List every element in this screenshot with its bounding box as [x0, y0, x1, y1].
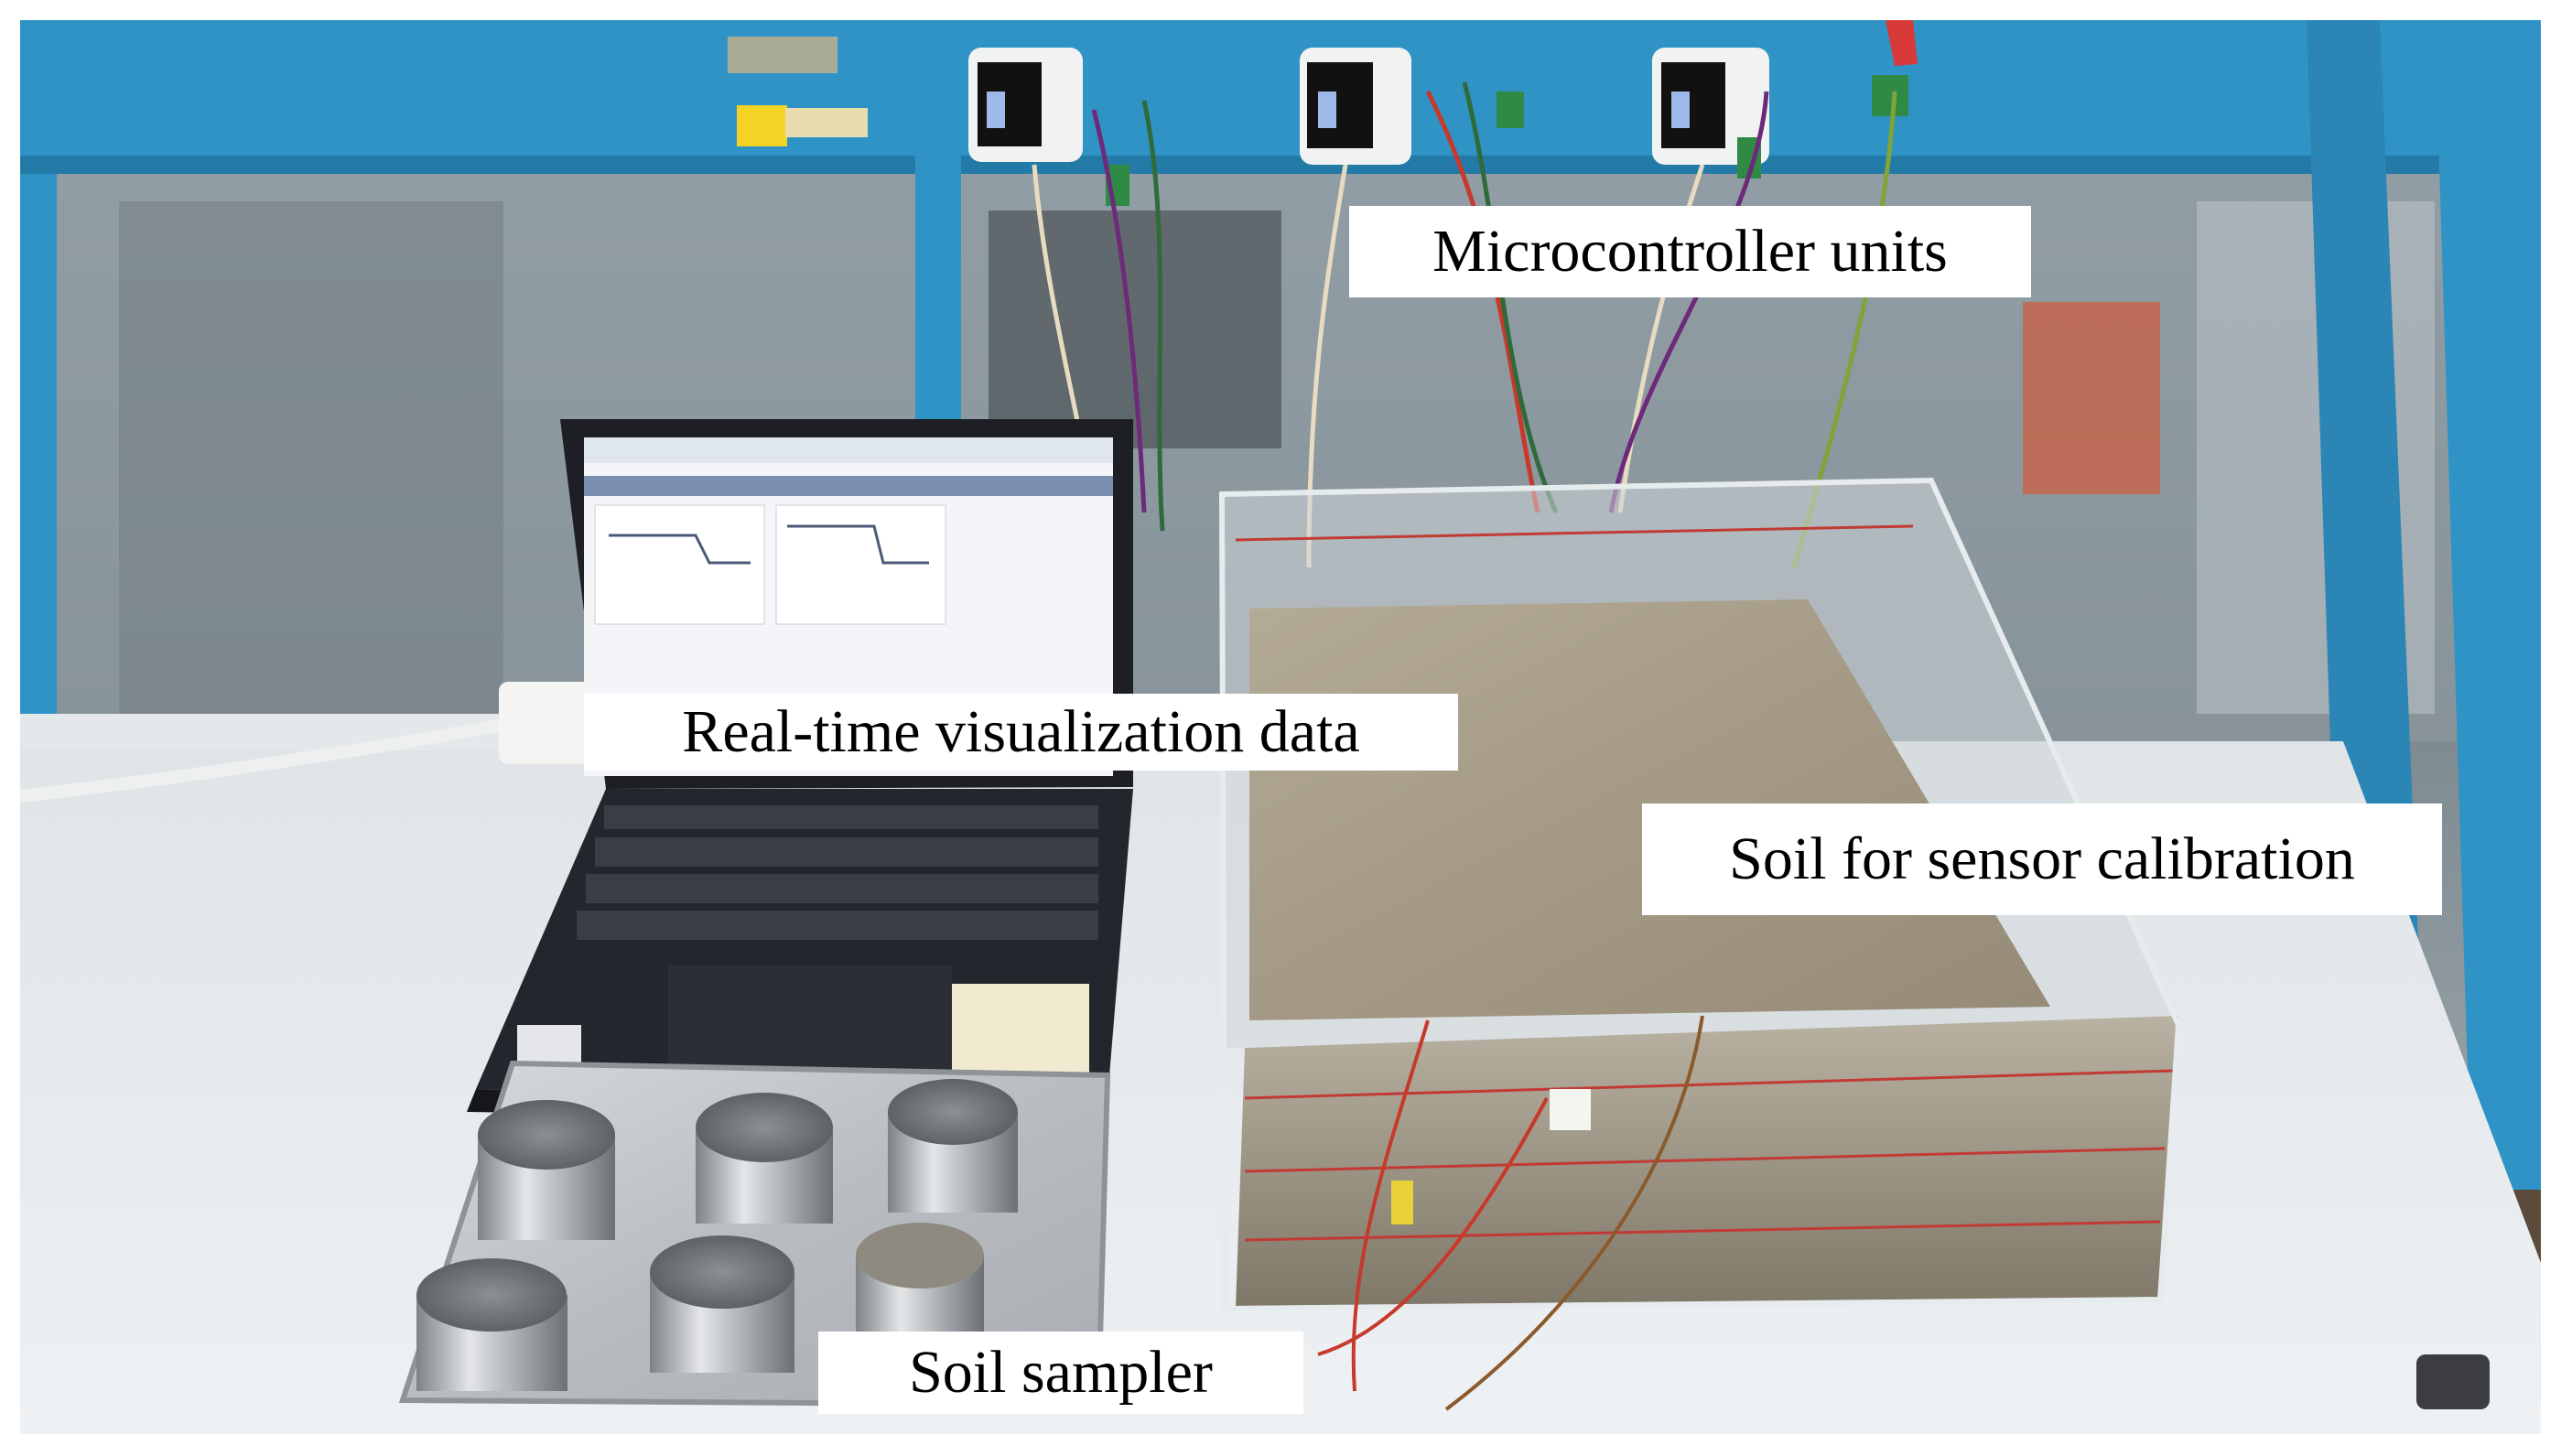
laptop: [467, 419, 1133, 1121]
sampler-can: [416, 1258, 567, 1391]
sampler-can: [650, 1235, 794, 1373]
microcontroller-unit-3: [1652, 48, 1769, 165]
microcontroller-unit-2: [1300, 48, 1411, 165]
soil-sampler-tray: [398, 1060, 1111, 1408]
sampler-can: [696, 1093, 833, 1224]
label-real-time-visualization: Real-time visualization data: [584, 694, 1458, 771]
sampler-can: [856, 1223, 984, 1345]
sampler-can: [888, 1079, 1018, 1213]
label-soil-calibration: Soil for sensor calibration: [1642, 803, 2442, 915]
label-microcontroller-units: Microcontroller units: [1349, 206, 2031, 297]
microcontroller-unit-1: [968, 48, 1083, 162]
sampler-can: [478, 1100, 615, 1240]
label-soil-sampler: Soil sampler: [818, 1332, 1303, 1414]
